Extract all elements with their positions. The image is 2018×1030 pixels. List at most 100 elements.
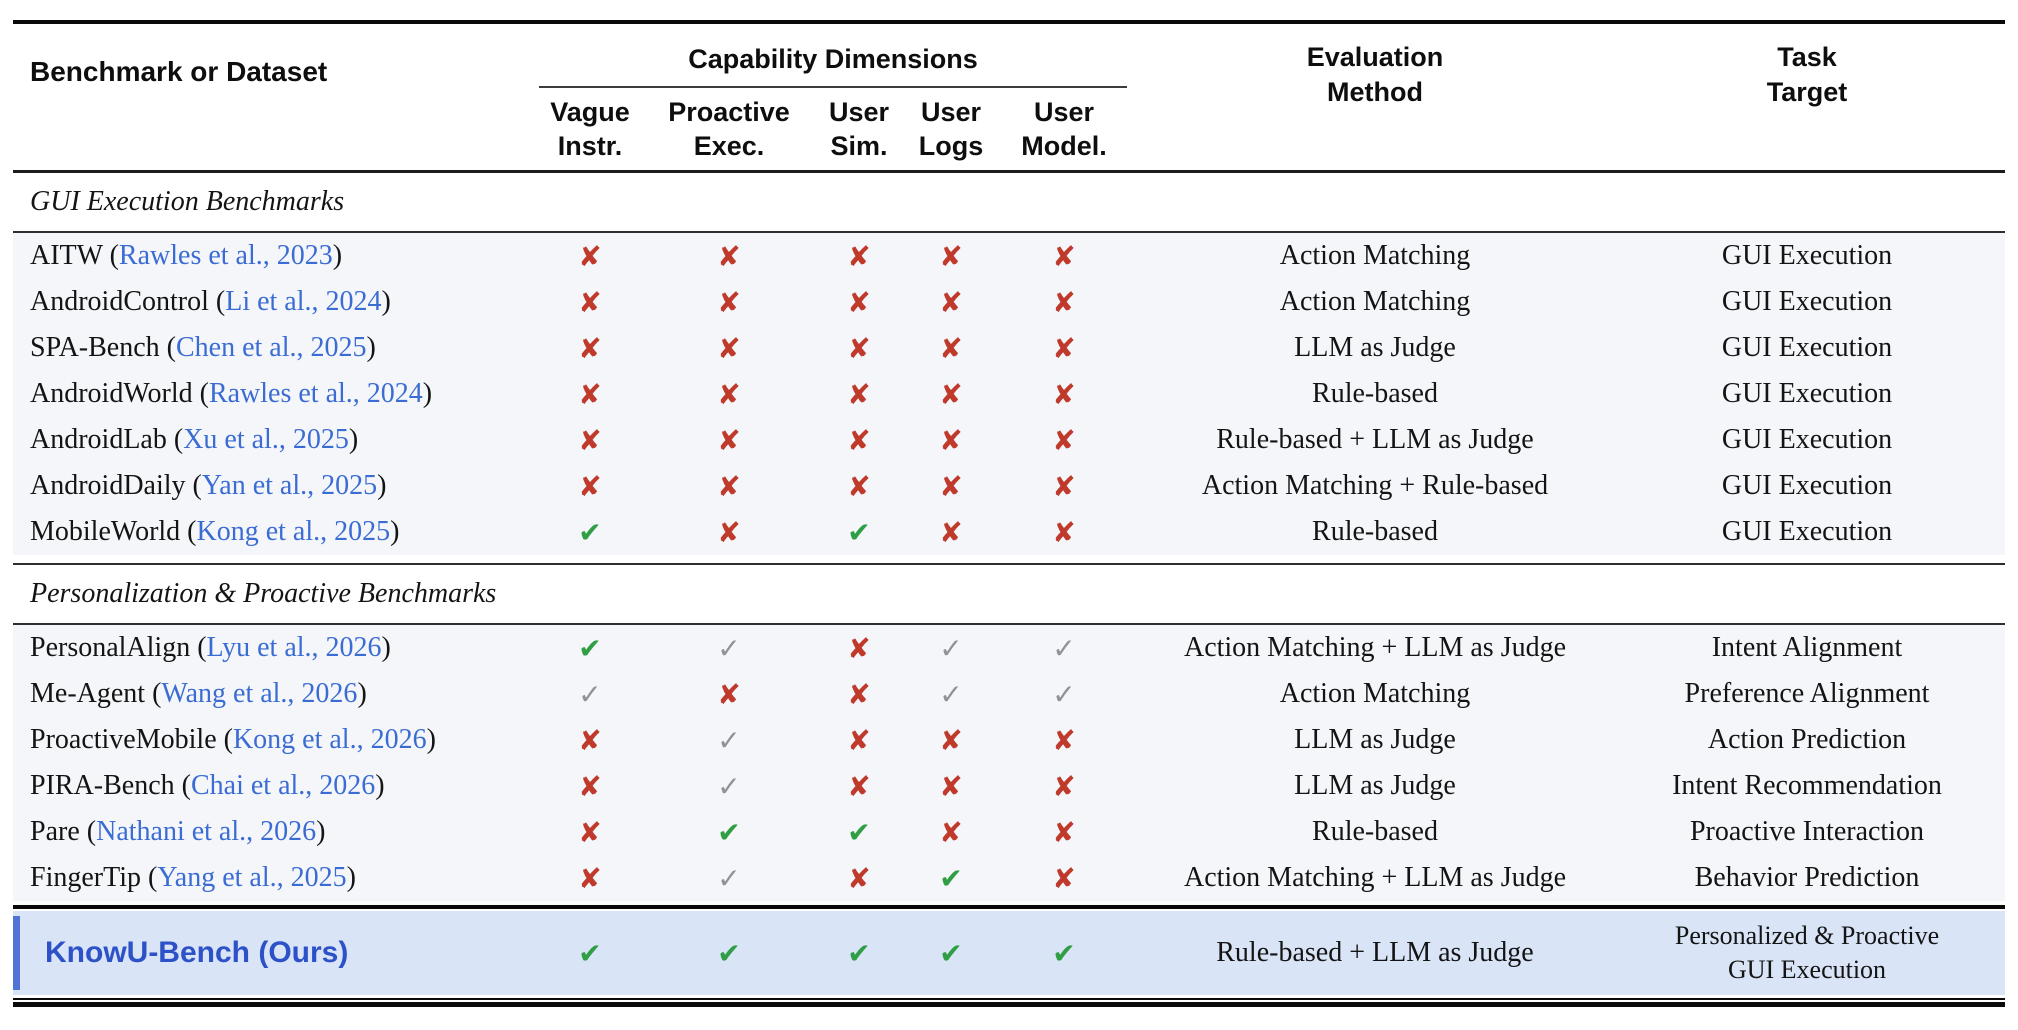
- check-muted-icon: ✓: [1052, 631, 1076, 665]
- task-target-cell: Preference Alignment: [1609, 671, 2005, 717]
- eval-method-cell: Action Matching + Rule-based: [1141, 463, 1609, 509]
- cross-icon: ✘: [717, 285, 741, 319]
- check-muted-icon: ✓: [1052, 677, 1076, 711]
- cross-icon: ✘: [578, 815, 602, 849]
- check-muted-icon: ✓: [939, 677, 963, 711]
- cross-icon: ✘: [578, 239, 602, 273]
- check-icon: ✔: [1052, 936, 1076, 970]
- check-icon: ✔: [578, 631, 602, 665]
- bottom-rule-thick: [13, 1002, 2005, 1007]
- citation-link[interactable]: Chen et al., 2025: [175, 332, 367, 363]
- citation-link[interactable]: Chai et al., 2026: [190, 770, 376, 801]
- cross-icon: ✘: [717, 423, 741, 457]
- section-header-personalization: Personalization & Proactive Benchmarks: [13, 565, 2005, 623]
- cross-icon: ✘: [717, 239, 741, 273]
- check-icon: ✔: [847, 815, 871, 849]
- citation-link[interactable]: Nathani et al., 2026: [96, 816, 317, 847]
- cross-icon: ✘: [847, 677, 871, 711]
- citation-link[interactable]: Li et al., 2024: [225, 286, 382, 317]
- header-bottom-rule: [13, 170, 2005, 173]
- table-row-personalalign: PersonalAlign (Lyu et al., 2026) ✔ ✓ ✘ ✓…: [13, 625, 2005, 671]
- task-target-cell: Personalized & Proactive GUI Execution: [1609, 911, 2005, 995]
- table-row-androiddaily: AndroidDaily (Yan et al., 2025) ✘ ✘ ✘ ✘ …: [13, 463, 2005, 509]
- benchmark-name-cell: AndroidDaily (Yan et al., 2025): [13, 463, 525, 509]
- citation-link[interactable]: Yan et al., 2025: [201, 470, 378, 501]
- cross-icon: ✘: [717, 377, 741, 411]
- table-row-me-agent: Me-Agent (Wang et al., 2026) ✓ ✘ ✘ ✓ ✓ A…: [13, 671, 2005, 717]
- citation-link[interactable]: Xu et al., 2025: [183, 424, 349, 455]
- benchmark-name-cell: SPA-Bench (Chen et al., 2025): [13, 325, 525, 371]
- cross-icon: ✘: [939, 331, 963, 365]
- table-row-knowu-bench-ours: KnowU-Bench (Ours) ✔ ✔ ✔ ✔ ✔ Rule-based …: [13, 911, 2005, 995]
- eval-method-cell: Action Matching: [1141, 233, 1609, 279]
- eval-method-cell: LLM as Judge: [1141, 763, 1609, 809]
- bottom-rule-thin: [13, 998, 2005, 1000]
- cross-icon: ✘: [1052, 239, 1076, 273]
- cross-icon: ✘: [717, 469, 741, 503]
- cross-icon: ✘: [1052, 769, 1076, 803]
- cross-icon: ✘: [578, 331, 602, 365]
- section-rule: [13, 623, 2005, 625]
- check-muted-icon: ✓: [717, 631, 741, 665]
- cross-icon: ✘: [939, 469, 963, 503]
- task-target-cell: GUI Execution: [1609, 279, 2005, 325]
- eval-method-cell: Action Matching: [1141, 671, 1609, 717]
- check-icon: ✔: [847, 515, 871, 549]
- citation-link[interactable]: Kong et al., 2025: [196, 516, 391, 547]
- cross-icon: ✘: [847, 723, 871, 757]
- cross-icon: ✘: [578, 769, 602, 803]
- cross-icon: ✘: [578, 423, 602, 457]
- benchmark-name-cell: PIRA-Bench (Chai et al., 2026): [13, 763, 525, 809]
- eval-method-cell: Rule-based: [1141, 509, 1609, 555]
- cross-icon: ✘: [1052, 423, 1076, 457]
- benchmark-name-cell: FingerTip (Yang et al., 2025): [13, 855, 525, 901]
- check-muted-icon: ✓: [717, 769, 741, 803]
- cross-icon: ✘: [939, 285, 963, 319]
- table-row-mobileworld: MobileWorld (Kong et al., 2025) ✔ ✘ ✔ ✘ …: [13, 509, 2005, 555]
- check-muted-icon: ✓: [939, 631, 963, 665]
- cross-icon: ✘: [717, 331, 741, 365]
- table-row-pare: Pare (Nathani et al., 2026) ✘ ✔ ✔ ✘ ✘ Ru…: [13, 809, 2005, 855]
- cross-icon: ✘: [578, 723, 602, 757]
- cross-icon: ✘: [1052, 331, 1076, 365]
- cross-icon: ✘: [578, 469, 602, 503]
- citation-link[interactable]: Wang et al., 2026: [161, 678, 358, 709]
- eval-method-cell: Action Matching: [1141, 279, 1609, 325]
- section-title: Personalization & Proactive Benchmarks: [13, 565, 2005, 623]
- citation-link[interactable]: Lyu et al., 2026: [206, 632, 382, 663]
- eval-method-cell: LLM as Judge: [1141, 325, 1609, 371]
- task-target-cell: GUI Execution: [1609, 371, 2005, 417]
- benchmark-name-cell: Pare (Nathani et al., 2026): [13, 809, 525, 855]
- section-rule: [13, 563, 2005, 565]
- top-rule: [13, 20, 2005, 24]
- cross-icon: ✘: [1052, 815, 1076, 849]
- cross-icon: ✘: [717, 515, 741, 549]
- table-row-androidworld: AndroidWorld (Rawles et al., 2024) ✘ ✘ ✘…: [13, 371, 2005, 417]
- col-header-evaluation-method: Evaluation Method: [1306, 42, 1444, 107]
- task-target-cell: GUI Execution: [1609, 463, 2005, 509]
- table-row-spa-bench: SPA-Bench (Chen et al., 2025) ✘ ✘ ✘ ✘ ✘ …: [13, 325, 2005, 371]
- cross-icon: ✘: [578, 285, 602, 319]
- cross-icon: ✘: [847, 631, 871, 665]
- benchmark-name-cell: KnowU-Bench (Ours): [13, 911, 525, 995]
- eval-method-cell: Rule-based: [1141, 809, 1609, 855]
- check-muted-icon: ✓: [717, 861, 741, 895]
- col-group-capability: Capability Dimensions: [525, 24, 1141, 88]
- cross-icon: ✘: [939, 815, 963, 849]
- task-target-cell: GUI Execution: [1609, 509, 2005, 555]
- citation-link[interactable]: Rawles et al., 2023: [118, 240, 333, 271]
- cross-icon: ✘: [1052, 469, 1076, 503]
- citation-link[interactable]: Rawles et al., 2024: [208, 378, 423, 409]
- eval-method-cell: Rule-based + LLM as Judge: [1141, 417, 1609, 463]
- citation-link[interactable]: Kong et al., 2026: [232, 724, 427, 755]
- cross-icon: ✘: [939, 239, 963, 273]
- benchmark-name-cell: PersonalAlign (Lyu et al., 2026): [13, 625, 525, 671]
- cross-icon: ✘: [847, 239, 871, 273]
- cross-icon: ✘: [1052, 723, 1076, 757]
- task-target-cell: GUI Execution: [1609, 325, 2005, 371]
- cross-icon: ✘: [847, 423, 871, 457]
- benchmark-name-cell: AndroidLab (Xu et al., 2025): [13, 417, 525, 463]
- citation-link[interactable]: Yang et al., 2025: [157, 862, 347, 893]
- benchmark-name-cell: ProactiveMobile (Kong et al., 2026): [13, 717, 525, 763]
